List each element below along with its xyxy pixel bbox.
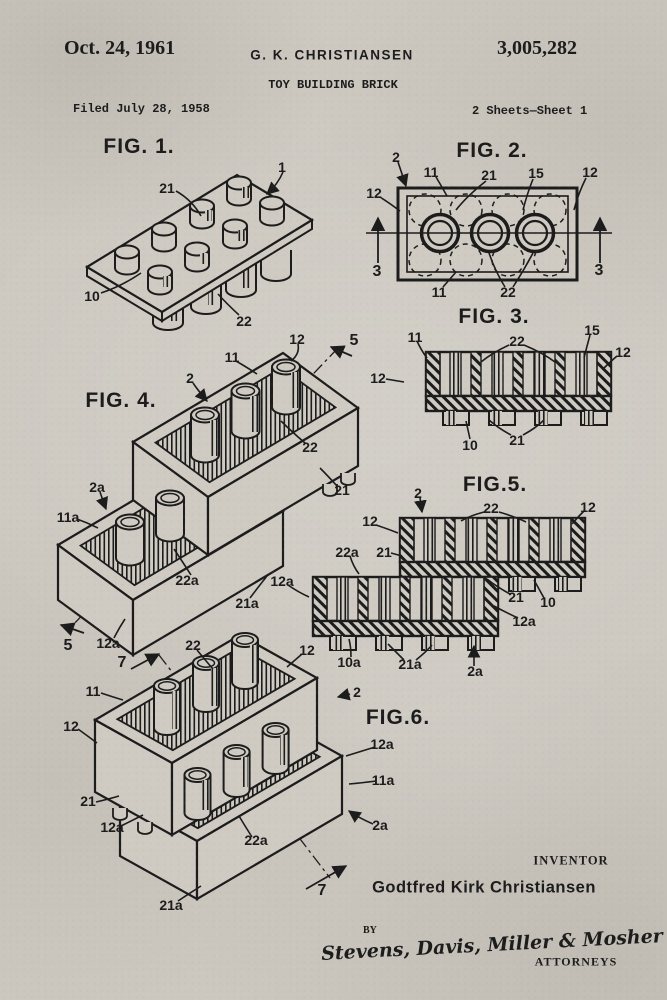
ref-label: 10 [540, 594, 556, 610]
patent-title: TOY BUILDING BRICK [268, 78, 398, 92]
section-label: 5 [349, 332, 359, 349]
ref-label: 15 [528, 165, 544, 181]
fig2-drawing [366, 161, 612, 288]
ref-label: 12 [582, 164, 598, 180]
inventor-caption: INVENTOR [533, 853, 609, 868]
fig5-drawing [287, 497, 587, 666]
section-label: 7 [317, 882, 327, 899]
fig1-drawing [84, 171, 315, 331]
ref-label: 2a [467, 663, 483, 679]
fig4-title: FIG. 4. [85, 389, 157, 412]
ref-label: 22 [509, 333, 525, 349]
attorneys-label: ATTORNEYS [534, 954, 618, 969]
ref-label: 10 [462, 437, 478, 453]
ref-label: 21 [80, 793, 96, 809]
ref-label: 22a [175, 572, 199, 588]
fig6-drawing [77, 632, 377, 902]
fig3-drawing [385, 334, 618, 440]
ref-label: 12 [580, 499, 596, 515]
ref-label: 22a [335, 544, 359, 560]
ref-label: 21 [509, 432, 525, 448]
by-label: BY [363, 925, 377, 936]
fig3-title: FIG. 3. [458, 305, 530, 328]
ref-label: 21a [398, 656, 422, 672]
patent-date: Oct. 24, 1961 [64, 37, 176, 59]
ref-label: 22 [483, 500, 499, 516]
ref-label: 11 [407, 329, 423, 345]
ref-label: 22 [302, 439, 318, 455]
ref-label: 21 [508, 589, 524, 605]
ref-label: 15 [584, 322, 600, 338]
ref-label: 21 [334, 482, 350, 498]
ref-label: 2a [89, 479, 105, 495]
ref-label: 12 [370, 370, 386, 386]
filed-date: Filed July 28, 1958 [73, 102, 210, 116]
ref-label: 21 [481, 167, 497, 183]
ref-label: 11 [431, 284, 447, 300]
ref-label: 21a [159, 897, 183, 913]
ref-label: 12 [63, 718, 79, 734]
section-label: 7 [117, 654, 127, 671]
ref-label: 22 [185, 637, 201, 653]
ref-label: 22a [244, 832, 268, 848]
ref-label: 21a [235, 595, 259, 611]
ref-label: 12 [289, 331, 305, 347]
ref-label: 11 [85, 683, 101, 699]
fig4-drawing [56, 343, 360, 658]
ref-label: 1 [278, 159, 286, 175]
ref-label: 21 [376, 544, 392, 560]
sheet-info: 2 Sheets—Sheet 1 [472, 104, 588, 118]
ref-label: 2 [353, 684, 361, 700]
ref-label: 12 [299, 642, 315, 658]
ref-label: 12a [370, 736, 394, 752]
section-label: 5 [63, 637, 73, 654]
fig6-title: FIG.6. [365, 706, 431, 729]
fig1-title: FIG. 1. [103, 135, 175, 158]
ref-label: 12 [615, 344, 631, 360]
ref-label: 21 [159, 180, 175, 196]
patent-number: 3,005,282 [497, 37, 577, 59]
ref-label: 12a [512, 613, 536, 629]
ref-label: 2 [414, 485, 422, 501]
fig2-title: FIG. 2. [456, 139, 528, 162]
section-label: 3 [372, 263, 382, 280]
ref-label: 2 [186, 370, 194, 386]
ref-label: 2 [392, 149, 400, 165]
fig5-title: FIG.5. [462, 473, 528, 496]
ref-label: 10 [84, 288, 100, 304]
inventor-abbrev: G. K. CHRISTIANSEN [250, 47, 414, 63]
ref-label: 12a [96, 635, 120, 651]
ref-label: 22 [500, 284, 516, 300]
ref-label: 22 [236, 313, 252, 329]
ref-label: 12a [270, 573, 294, 589]
ref-label: 12 [366, 185, 382, 201]
ref-label: 10a [337, 654, 361, 670]
section-label: 3 [594, 262, 604, 279]
ref-label: 12 [362, 513, 378, 529]
ref-label: 11a [56, 509, 80, 525]
inventor-name: Godtfred Kirk Christiansen [372, 878, 596, 897]
ref-label: 11a [371, 772, 395, 788]
ref-label: 11 [423, 164, 439, 180]
ref-label: 2a [372, 817, 388, 833]
ref-label: 11 [224, 349, 240, 365]
ref-label: 12a [100, 819, 124, 835]
